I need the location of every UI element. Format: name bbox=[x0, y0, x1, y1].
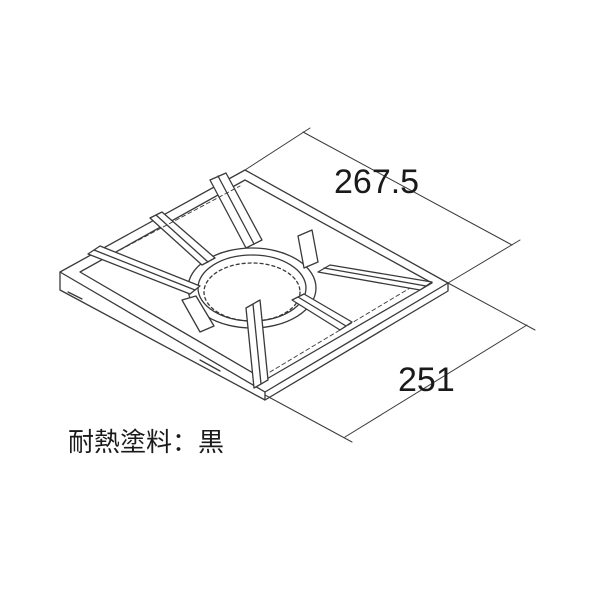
coating-note: 耐熱塗料：黒 bbox=[68, 428, 225, 458]
inner-details bbox=[119, 185, 411, 373]
dimension-lines bbox=[244, 127, 536, 443]
width-dimension-label: 267.5 bbox=[334, 163, 420, 201]
depth-dimension-label: 251 bbox=[398, 361, 455, 399]
